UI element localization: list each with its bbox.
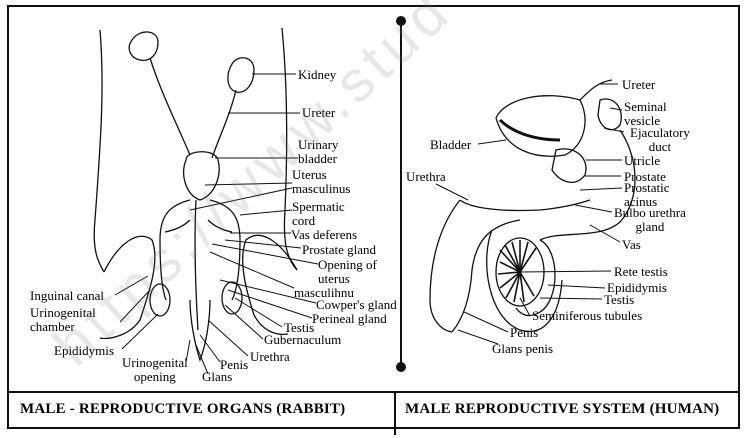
label-glans-penis: Glans penis — [492, 341, 554, 356]
label-testis-human: Testis — [604, 292, 635, 307]
ureter-left-tube — [149, 57, 191, 156]
label-gubernaculum: Gubernaculum — [264, 332, 342, 347]
label-masculihnu: masculihnu — [294, 285, 354, 300]
label-seminal-vesicle: Seminal vesicle — [624, 99, 667, 128]
rabbit-leader-lines — [114, 73, 319, 375]
label-prostatic-acinus: Prostatic acinus — [624, 180, 670, 209]
label-ureter-rabbit: Ureter — [302, 105, 336, 120]
human-leader-lines — [435, 83, 625, 345]
rabbit-diagram — [93, 27, 298, 362]
label-prostate: Prostate — [624, 169, 666, 184]
urethra-human-2 — [429, 199, 461, 333]
testis-left — [149, 283, 171, 317]
sperm-duct-right — [209, 199, 241, 301]
label-glans: Glans — [202, 369, 233, 384]
divider-dot-bottom — [396, 362, 406, 372]
sperm-duct-left — [159, 199, 191, 301]
caption-bar — [7, 391, 740, 429]
bladder-human — [495, 95, 586, 157]
caption-divider — [394, 391, 396, 435]
label-seminiferous-tubules: Seminiferous tubules — [532, 308, 643, 323]
rabbit-body-outline-left — [93, 29, 105, 273]
rabbit-leg-left — [99, 235, 156, 340]
urinary-bladder — [183, 151, 220, 201]
prostate-human — [551, 148, 587, 183]
label-vas: Vas — [622, 237, 641, 252]
label-epididymis-human: Epididymis — [607, 280, 667, 295]
spermatic-cord-right — [207, 219, 233, 233]
scrotum-human — [486, 229, 563, 333]
caption-human: MALE REPRODUCTIVE SYSTEM (HUMAN) — [405, 401, 720, 417]
label-bulbo-urethra-gland: Bulbo urethra gland — [614, 205, 686, 234]
label-spermatic-cord: Spermatic cord — [292, 199, 345, 228]
label-ejaculatory-duct: Ejaculatory duct — [630, 125, 690, 154]
seminiferous-tubules-hatch — [497, 240, 537, 303]
label-testis-rabbit: Testis — [284, 320, 315, 335]
label-urinogenital-chamber: Urinogenital chamber — [30, 305, 96, 334]
epididymis-human — [515, 239, 556, 317]
rabbit-leg-right — [242, 234, 298, 336]
label-bladder: Bladder — [430, 137, 472, 152]
panel-divider — [400, 22, 402, 367]
seminal-vesicle — [597, 98, 622, 131]
label-prostate-gland: Prostate gland — [302, 242, 377, 257]
label-ureter-human: Ureter — [622, 77, 656, 92]
label-urinary-bladder: Urinary bladder — [298, 137, 339, 166]
kidney-left — [128, 31, 159, 61]
bladder-shading — [498, 118, 561, 142]
testis-right — [221, 281, 243, 315]
caption-rabbit: MALE - REPRODUCTIVE ORGANS (RABBIT) — [20, 401, 346, 417]
label-rete-testis: Rete testis — [614, 264, 668, 279]
label-cowpers-gland: Cowper's gland — [316, 297, 397, 312]
label-perineal-gland: Perineal gland — [312, 311, 387, 326]
divider-dot-top — [396, 16, 406, 26]
label-urethra-human: Urethra — [406, 169, 446, 184]
spermatic-cord-left — [164, 219, 191, 233]
kidney-right — [227, 57, 255, 93]
label-urethra-rabbit: Urethra — [250, 349, 290, 364]
figure-frame — [7, 5, 740, 429]
label-opening-of-uterus: Opening of uterus — [318, 257, 377, 286]
label-utricle: Utricle — [624, 153, 661, 168]
ureter-right-tube — [211, 89, 237, 159]
label-epididymis-rabbit: Epididymis — [54, 343, 114, 358]
label-inguinal-canal: Inguinal canal — [30, 288, 104, 303]
label-urinogenital-opening: Urinogenital opening — [122, 355, 188, 384]
label-uterus-masculinus: Uterus masculinus — [292, 167, 351, 196]
urethra-human — [459, 199, 591, 212]
label-vas-deferens: Vas deferens — [291, 227, 358, 242]
penis-human — [451, 219, 521, 333]
label-penis-human: Penis — [510, 325, 539, 340]
penis-rabbit — [189, 299, 211, 362]
vas-human — [539, 129, 636, 241]
rabbit-body-outline-right — [281, 27, 298, 271]
urethra-rabbit — [194, 199, 199, 331]
ureter-human — [579, 79, 613, 101]
label-penis-rabbit: Penis — [220, 357, 249, 372]
label-kidney: Kidney — [298, 67, 337, 82]
